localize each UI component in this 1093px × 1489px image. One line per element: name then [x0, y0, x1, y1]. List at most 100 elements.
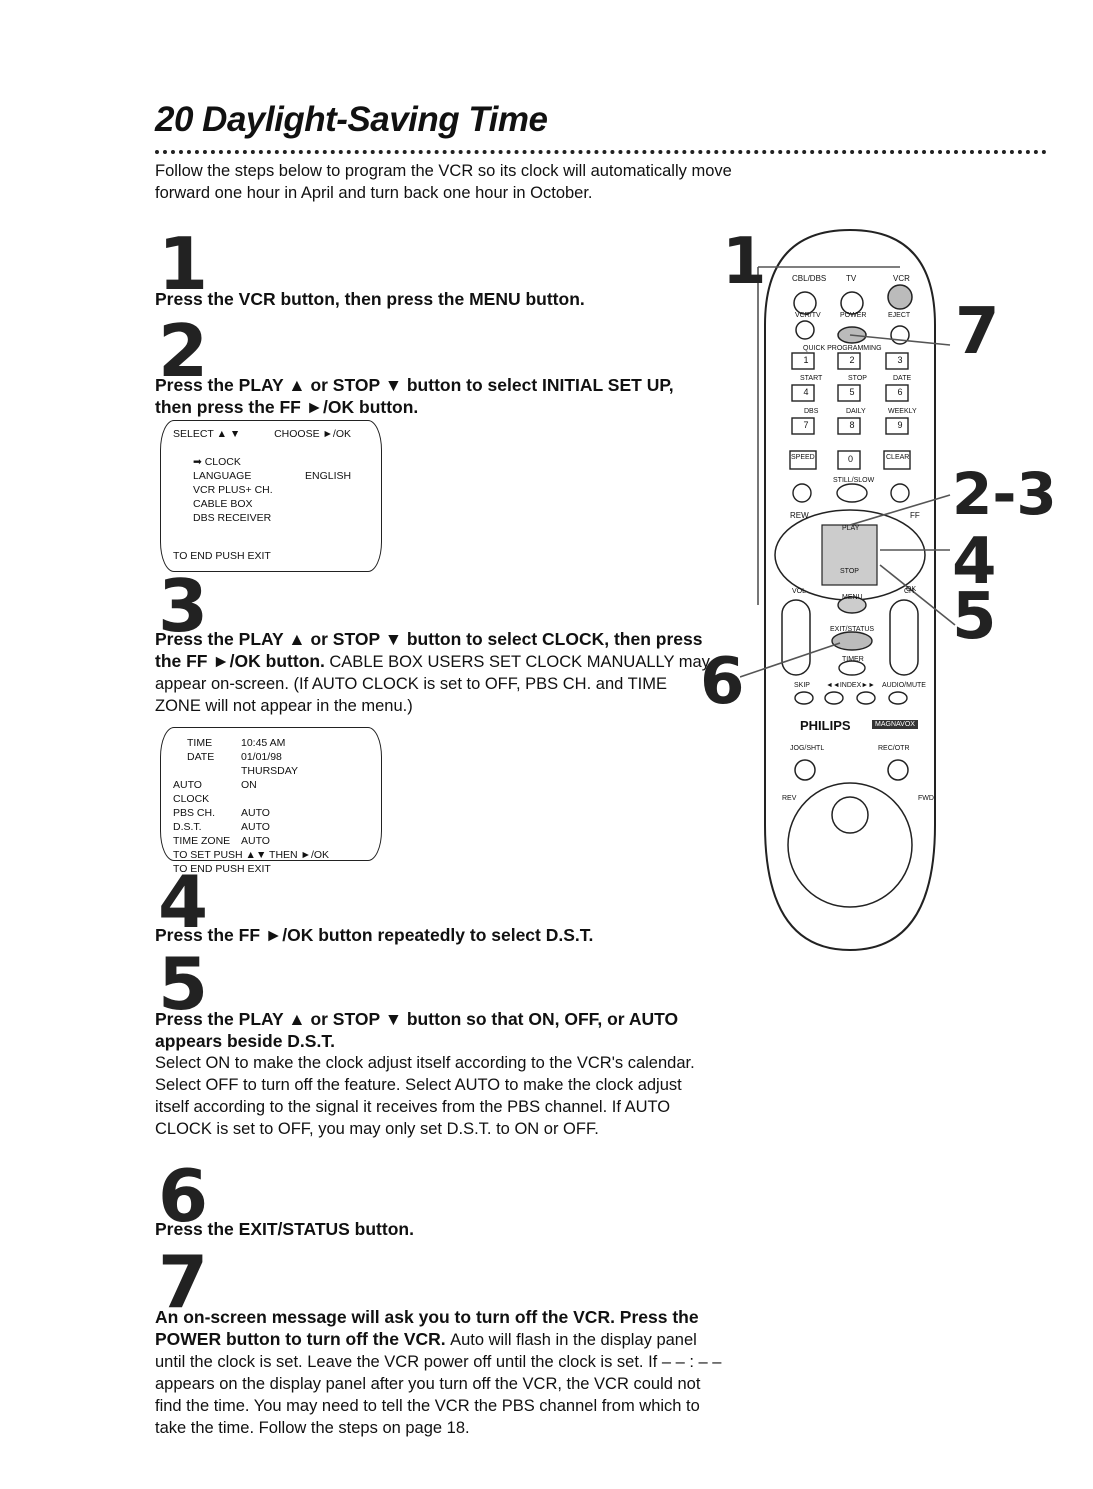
- callout-7: 7: [955, 295, 1000, 369]
- screen2-footer-end: TO END PUSH EXIT: [173, 863, 271, 875]
- eject-button: [890, 325, 910, 345]
- key-1: 1: [803, 355, 809, 365]
- step-3-text: Press the PLAY ▲ or STOP ▼ button to sel…: [155, 629, 703, 671]
- label-quick-programming: QUICK PROGRAMMING: [803, 345, 882, 352]
- label-eject: EJECT: [888, 312, 911, 319]
- key-2: 2: [849, 355, 855, 365]
- step-number-4: 4: [158, 860, 209, 944]
- callout-1: 1: [722, 225, 767, 299]
- menu-button: [837, 596, 867, 614]
- brand-philips: PHILIPS: [800, 718, 851, 733]
- screen1-item-dbs: DBS RECEIVER: [193, 512, 272, 524]
- vcr-button: [887, 284, 913, 310]
- label-vol: VOL: [792, 588, 807, 595]
- key-3: 3: [897, 355, 903, 365]
- label-skip: SKIP: [794, 682, 810, 689]
- key-0: 0: [848, 454, 854, 464]
- screen1-item-language: LANGUAGE: [193, 470, 252, 482]
- ch-rocker: [889, 599, 919, 676]
- screen2-value-time: 10:45 AM: [241, 737, 286, 749]
- label-dbs: DBS: [804, 408, 819, 415]
- step-4-text: Press the FF ►/OK button repeatedly to s…: [155, 925, 594, 945]
- label-ff: FF: [910, 511, 920, 520]
- label-date: DATE: [893, 375, 912, 382]
- step-7-body: Auto will flash in the display panel unt…: [155, 1331, 722, 1437]
- callout-5: 5: [952, 580, 997, 654]
- step-3-body: CABLE BOX USERS SET CLOCK MANUALLY may a…: [155, 653, 710, 715]
- screen1-footer: TO END PUSH EXIT: [173, 550, 271, 562]
- screen1-language-value: ENGLISH: [305, 470, 352, 482]
- label-speed: SPEED: [791, 454, 815, 461]
- callout-2-3: 2-3: [952, 460, 1057, 528]
- play-stop-button: [821, 524, 878, 586]
- callout-6: 6: [700, 645, 745, 719]
- label-tv: TV: [846, 274, 857, 283]
- step-6-text: Press the EXIT/STATUS button.: [155, 1219, 414, 1239]
- label-ok: OK: [906, 586, 917, 593]
- screen2-value-timezone: AUTO: [241, 835, 270, 847]
- title-text: Daylight-Saving Time: [202, 100, 548, 139]
- step-1-text: Press the VCR button, then press the MEN…: [155, 289, 585, 309]
- screen2-label-pbs: PBS CH.: [173, 807, 216, 819]
- tv-button: [840, 291, 864, 315]
- intro-text: Follow the steps below to program the VC…: [155, 162, 732, 202]
- cbl-dbs-button: [793, 291, 817, 315]
- label-rev: REV: [782, 795, 797, 802]
- page-number: 20: [155, 100, 193, 139]
- screen2-label-dst: D.S.T.: [173, 821, 202, 833]
- label-stop: STOP: [848, 375, 867, 382]
- step-5-block: Press the PLAY ▲ or STOP ▼ button so tha…: [155, 1008, 715, 1140]
- label-vcr-tv: VCR/TV: [795, 312, 821, 319]
- label-timer: TIMER: [842, 656, 864, 663]
- label-start: START: [800, 375, 823, 382]
- key-8: 8: [849, 420, 855, 430]
- step-5-body: Select ON to make the clock adjust itsel…: [155, 1054, 695, 1138]
- step-2-text: Press the PLAY ▲ or STOP ▼ button to sel…: [155, 375, 674, 417]
- label-power: POWER: [840, 312, 867, 319]
- onscreen-menu-initial-setup: SELECT ▲ ▼ CHOOSE ►/OK ➡ CLOCK LANGUAGE …: [160, 420, 382, 572]
- label-weekly: WEEKLY: [888, 408, 917, 415]
- step-number-1: 1: [158, 222, 209, 306]
- label-exit-status: EXIT/STATUS: [830, 626, 875, 633]
- screen2-label-blank: [187, 764, 241, 778]
- callout-4: 4: [952, 525, 997, 599]
- screen1-header-left: SELECT ▲ ▼: [173, 428, 241, 440]
- step-7-text: An on-screen message will ask you to tur…: [155, 1307, 699, 1349]
- label-rec-otr: REC/OTR: [878, 745, 910, 752]
- key-4: 4: [803, 387, 809, 397]
- exit-status-button: [831, 631, 873, 651]
- label-fwd: FWD: [918, 795, 934, 802]
- key-5: 5: [849, 387, 855, 397]
- step-7-block: An on-screen message will ask you to tur…: [155, 1306, 725, 1439]
- screen2-value-dst: AUTO: [241, 821, 270, 833]
- label-still-slow: STILL/SLOW: [833, 477, 875, 484]
- screen2-label-time: TIME: [187, 737, 213, 749]
- screen1-item-cable-box: CABLE BOX: [193, 498, 253, 510]
- screen2-value-autoclock: ON: [241, 779, 257, 791]
- step-number-7: 7: [158, 1240, 209, 1324]
- key-7: 7: [803, 420, 809, 430]
- dotted-rule: [155, 150, 1047, 154]
- screen1-item-vcr-plus: VCR PLUS+ CH.: [193, 484, 273, 496]
- label-cbl-dbs: CBL/DBS: [792, 274, 827, 283]
- label-daily: DAILY: [846, 408, 866, 415]
- vol-rocker: [781, 599, 811, 676]
- remote-control-illustration: [740, 228, 956, 952]
- label-jog-shtl: JOG/SHTL: [790, 745, 825, 752]
- screen1-item-clock: ➡ CLOCK: [193, 456, 241, 468]
- label-vcr: VCR: [893, 274, 910, 283]
- label-audio-mute: AUDIO/MUTE: [882, 682, 926, 689]
- label-index: ◄◄INDEX►►: [826, 682, 876, 689]
- screen2-label-date: DATE: [187, 751, 215, 763]
- step-number-6: 6: [158, 1154, 209, 1238]
- key-6: 6: [897, 387, 903, 397]
- screen2-value-day: THURSDAY: [241, 765, 298, 777]
- screen2-footer-set: TO SET PUSH ▲▼ THEN ►/OK: [173, 849, 330, 861]
- label-play: PLAY: [842, 525, 860, 532]
- screen2-label-autoclock: AUTO CLOCK: [173, 779, 210, 805]
- screen1-header-right: CHOOSE ►/OK: [274, 428, 351, 440]
- label-ch: CH: [904, 588, 915, 595]
- timer-button: [838, 660, 866, 676]
- jog-dial: [787, 782, 913, 908]
